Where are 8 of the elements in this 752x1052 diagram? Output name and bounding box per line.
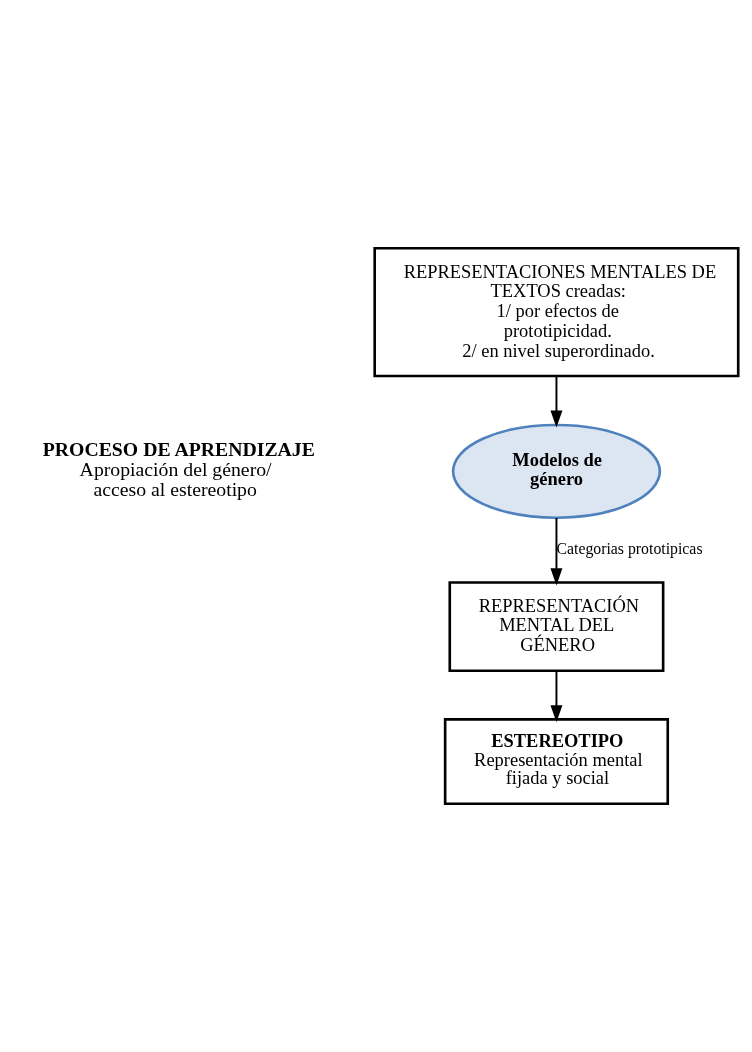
arrow (550, 517, 563, 586)
node-box: REPRESENTACIÓN MENTAL DEL GÉNERO (448, 581, 665, 672)
node-ellipse: Modelos de género (451, 423, 662, 520)
node-box: ESTEREOTIPO Representación mental fijada y social (443, 718, 670, 806)
node-box: REPRESENTACIONES MENTALES DE TEXTOS creadas: 1/ por efectos de prototipicidad. 2/ en nivel superordinado. (373, 246, 740, 378)
edge-label: Categorias prototipicas (556, 540, 703, 558)
arrow (550, 669, 563, 723)
arrow (550, 375, 563, 428)
